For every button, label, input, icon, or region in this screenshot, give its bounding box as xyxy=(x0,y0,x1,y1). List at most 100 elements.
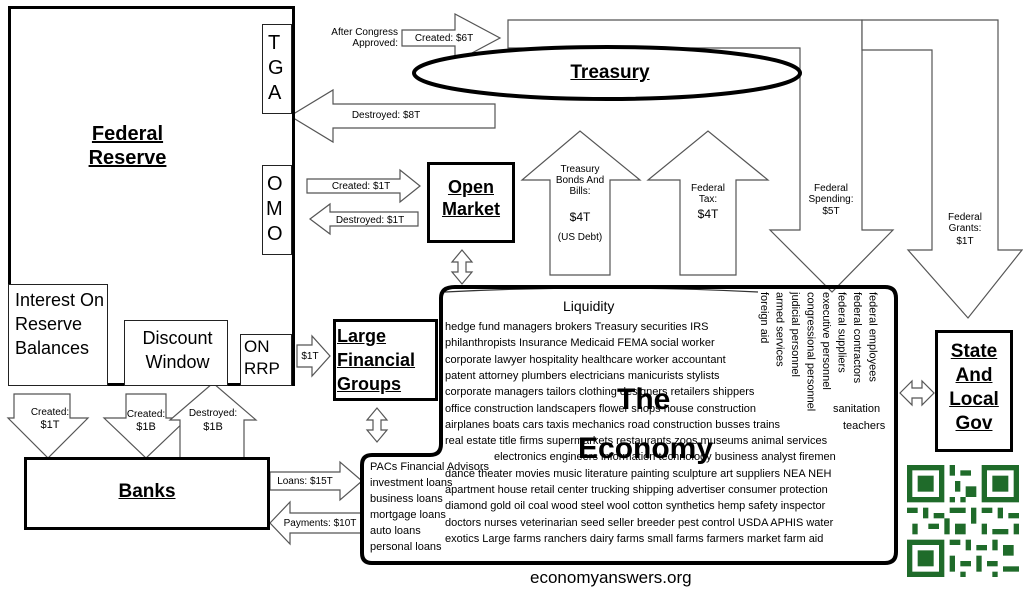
arrow-banks-created-1b xyxy=(102,393,190,459)
banks-box xyxy=(24,457,270,530)
liquidity-label: Liquidity xyxy=(563,298,615,314)
banks-created-1-value: $1T xyxy=(40,419,60,431)
treasury-title: Treasury xyxy=(570,62,650,83)
federal-spending-label: Federal Spending: xyxy=(808,183,854,205)
open-market-box xyxy=(427,162,515,243)
arrow-onrrp-lfg xyxy=(296,334,331,378)
economy-extra: sanitation xyxy=(833,403,881,415)
arrow-lfg-banks xyxy=(365,407,389,443)
arrow-economy-state xyxy=(899,379,935,407)
onrrp-label: ON RRP xyxy=(244,337,280,378)
economy-line: hedge fund managers brokers Treasury sec… xyxy=(445,321,709,333)
federal-tax-label: Federal Tax: xyxy=(691,183,725,205)
economy-line: doctors nurses veterinarian seed seller … xyxy=(445,516,834,529)
economy-line: real estate title firms supermarkets res… xyxy=(445,435,828,448)
discount-window-label: Discount Window xyxy=(142,328,213,372)
onrrp-flow-label: $1T xyxy=(301,351,319,362)
economy-line: dance theater movies music literature pa… xyxy=(445,467,832,480)
financial-list-item: PACs Financial Advisors xyxy=(370,461,490,473)
economy-title-economy: Economy xyxy=(578,432,714,465)
treasury-bonds-note: (US Debt) xyxy=(557,232,603,243)
treasury-bonds-label: Treasury Bonds And Bills: xyxy=(555,164,605,197)
large-financial-title: Large Financial Groups xyxy=(337,326,416,394)
arrow-created-1t xyxy=(306,168,421,204)
economy-title-the: The xyxy=(617,383,671,416)
tga-letter-1: T xyxy=(268,32,281,54)
federal-column: federal contractors xyxy=(851,292,863,384)
economy-outline xyxy=(360,285,898,565)
arrow-banks-created-1t xyxy=(6,393,90,459)
payments-label: Payments: $10T xyxy=(283,518,357,529)
economy-line: apartment house retail center trucking s… xyxy=(445,484,828,496)
financial-list-item: mortgage loans xyxy=(370,509,446,521)
financial-list-item: investment loans xyxy=(370,477,453,489)
economy-line: diamond gold oil coal wood steel wool co… xyxy=(445,500,826,513)
arrow-destroyed-8t xyxy=(288,88,496,144)
arrow-federal-grants xyxy=(861,19,1023,319)
banks-destroyed-value: $1B xyxy=(203,421,223,433)
banks-title: Banks xyxy=(118,481,176,502)
economy-line: exotics Large farms ranchers dairy farms… xyxy=(445,532,824,545)
economy-extra: teachers xyxy=(843,420,886,432)
arrow-banks-destroyed-1b xyxy=(168,382,258,459)
federal-grants-value: $1T xyxy=(956,236,974,247)
federal-reserve-title: Federal Reserve xyxy=(88,123,167,169)
federal-column: congressional personnel xyxy=(804,292,817,412)
treasury-bonds-value: $4T xyxy=(569,210,591,224)
tga-letter-2: G xyxy=(268,57,284,79)
federal-column: federal suppliers xyxy=(835,292,848,373)
state-local-title: State And Local Gov xyxy=(949,341,999,434)
economy-line: office construction landscapers flower s… xyxy=(445,402,757,415)
footer-url[interactable]: economyanswers.org xyxy=(530,568,692,587)
federal-column: armed services xyxy=(773,292,786,367)
federal-column: judicial personnel xyxy=(789,292,801,377)
iorb-label: Interest On Reserve Balances xyxy=(15,290,105,358)
iorb-box xyxy=(8,284,108,386)
large-financial-box xyxy=(333,319,438,401)
arrow-federal-tax xyxy=(646,130,770,276)
open-market-destroyed-label: Destroyed: $1T xyxy=(335,215,405,226)
economy-line: corporate lawyer hospitality healthcare … xyxy=(445,353,726,366)
banks-destroyed-label: Destroyed: xyxy=(188,408,238,419)
financial-list-item: personal loans xyxy=(370,541,442,553)
open-market-title: Open Market xyxy=(441,177,501,219)
loans-label: Loans: $15T xyxy=(277,476,333,487)
banks-created-2-value: $1B xyxy=(136,421,156,433)
arrow-created-6t xyxy=(401,13,502,63)
omo-letter-3: O xyxy=(267,223,283,245)
federal-tax-value: $4T xyxy=(697,207,719,221)
arrow-open-market-lfg xyxy=(450,249,474,285)
federal-column: executive personnel xyxy=(820,292,832,390)
after-congress-label: After Congress Approved: xyxy=(331,27,398,49)
economy-line: airplanes boats cars taxis mechanics roa… xyxy=(445,418,781,431)
onrrp-box xyxy=(240,334,292,386)
banks-created-2-label: Created: xyxy=(126,409,166,420)
arrow-loans xyxy=(269,460,363,502)
omo-box xyxy=(262,165,292,255)
federal-grants-label: Federal Grants: xyxy=(948,212,982,234)
financial-list-item: business loans xyxy=(370,493,443,505)
tga-letter-3: A xyxy=(268,82,282,104)
state-local-box xyxy=(935,330,1013,452)
federal-column: foreign aid xyxy=(758,292,770,344)
qr-code-icon xyxy=(907,465,1019,577)
federal-spending-value: $5T xyxy=(822,206,840,217)
banks-created-1-label: Created: xyxy=(30,407,70,418)
discount-window-box xyxy=(124,320,228,386)
treasury-ellipse xyxy=(412,45,802,101)
arrow-treasury-bonds xyxy=(520,130,642,276)
economy-line: philanthropists Insurance Medicaid FEMA … xyxy=(445,337,715,350)
federal-column: federal employees xyxy=(866,292,879,382)
economy-line: patent attorney plumbers electricians ma… xyxy=(445,369,720,382)
arrow-destroyed-1t xyxy=(309,202,419,236)
omo-letter-1: O xyxy=(267,173,283,195)
destroyed-8t-label: Destroyed: $8T xyxy=(351,110,421,121)
tga-box xyxy=(262,24,292,114)
financial-list-item: auto loans xyxy=(370,525,421,537)
economy-line: electronics engineers information techno… xyxy=(494,451,836,464)
created-6t-label: Created: $6T xyxy=(414,33,474,44)
economy-line: corporate managers tailors clothing desi… xyxy=(445,386,755,399)
open-market-created-label: Created: $1T xyxy=(331,181,391,192)
omo-letter-2: M xyxy=(266,198,283,220)
